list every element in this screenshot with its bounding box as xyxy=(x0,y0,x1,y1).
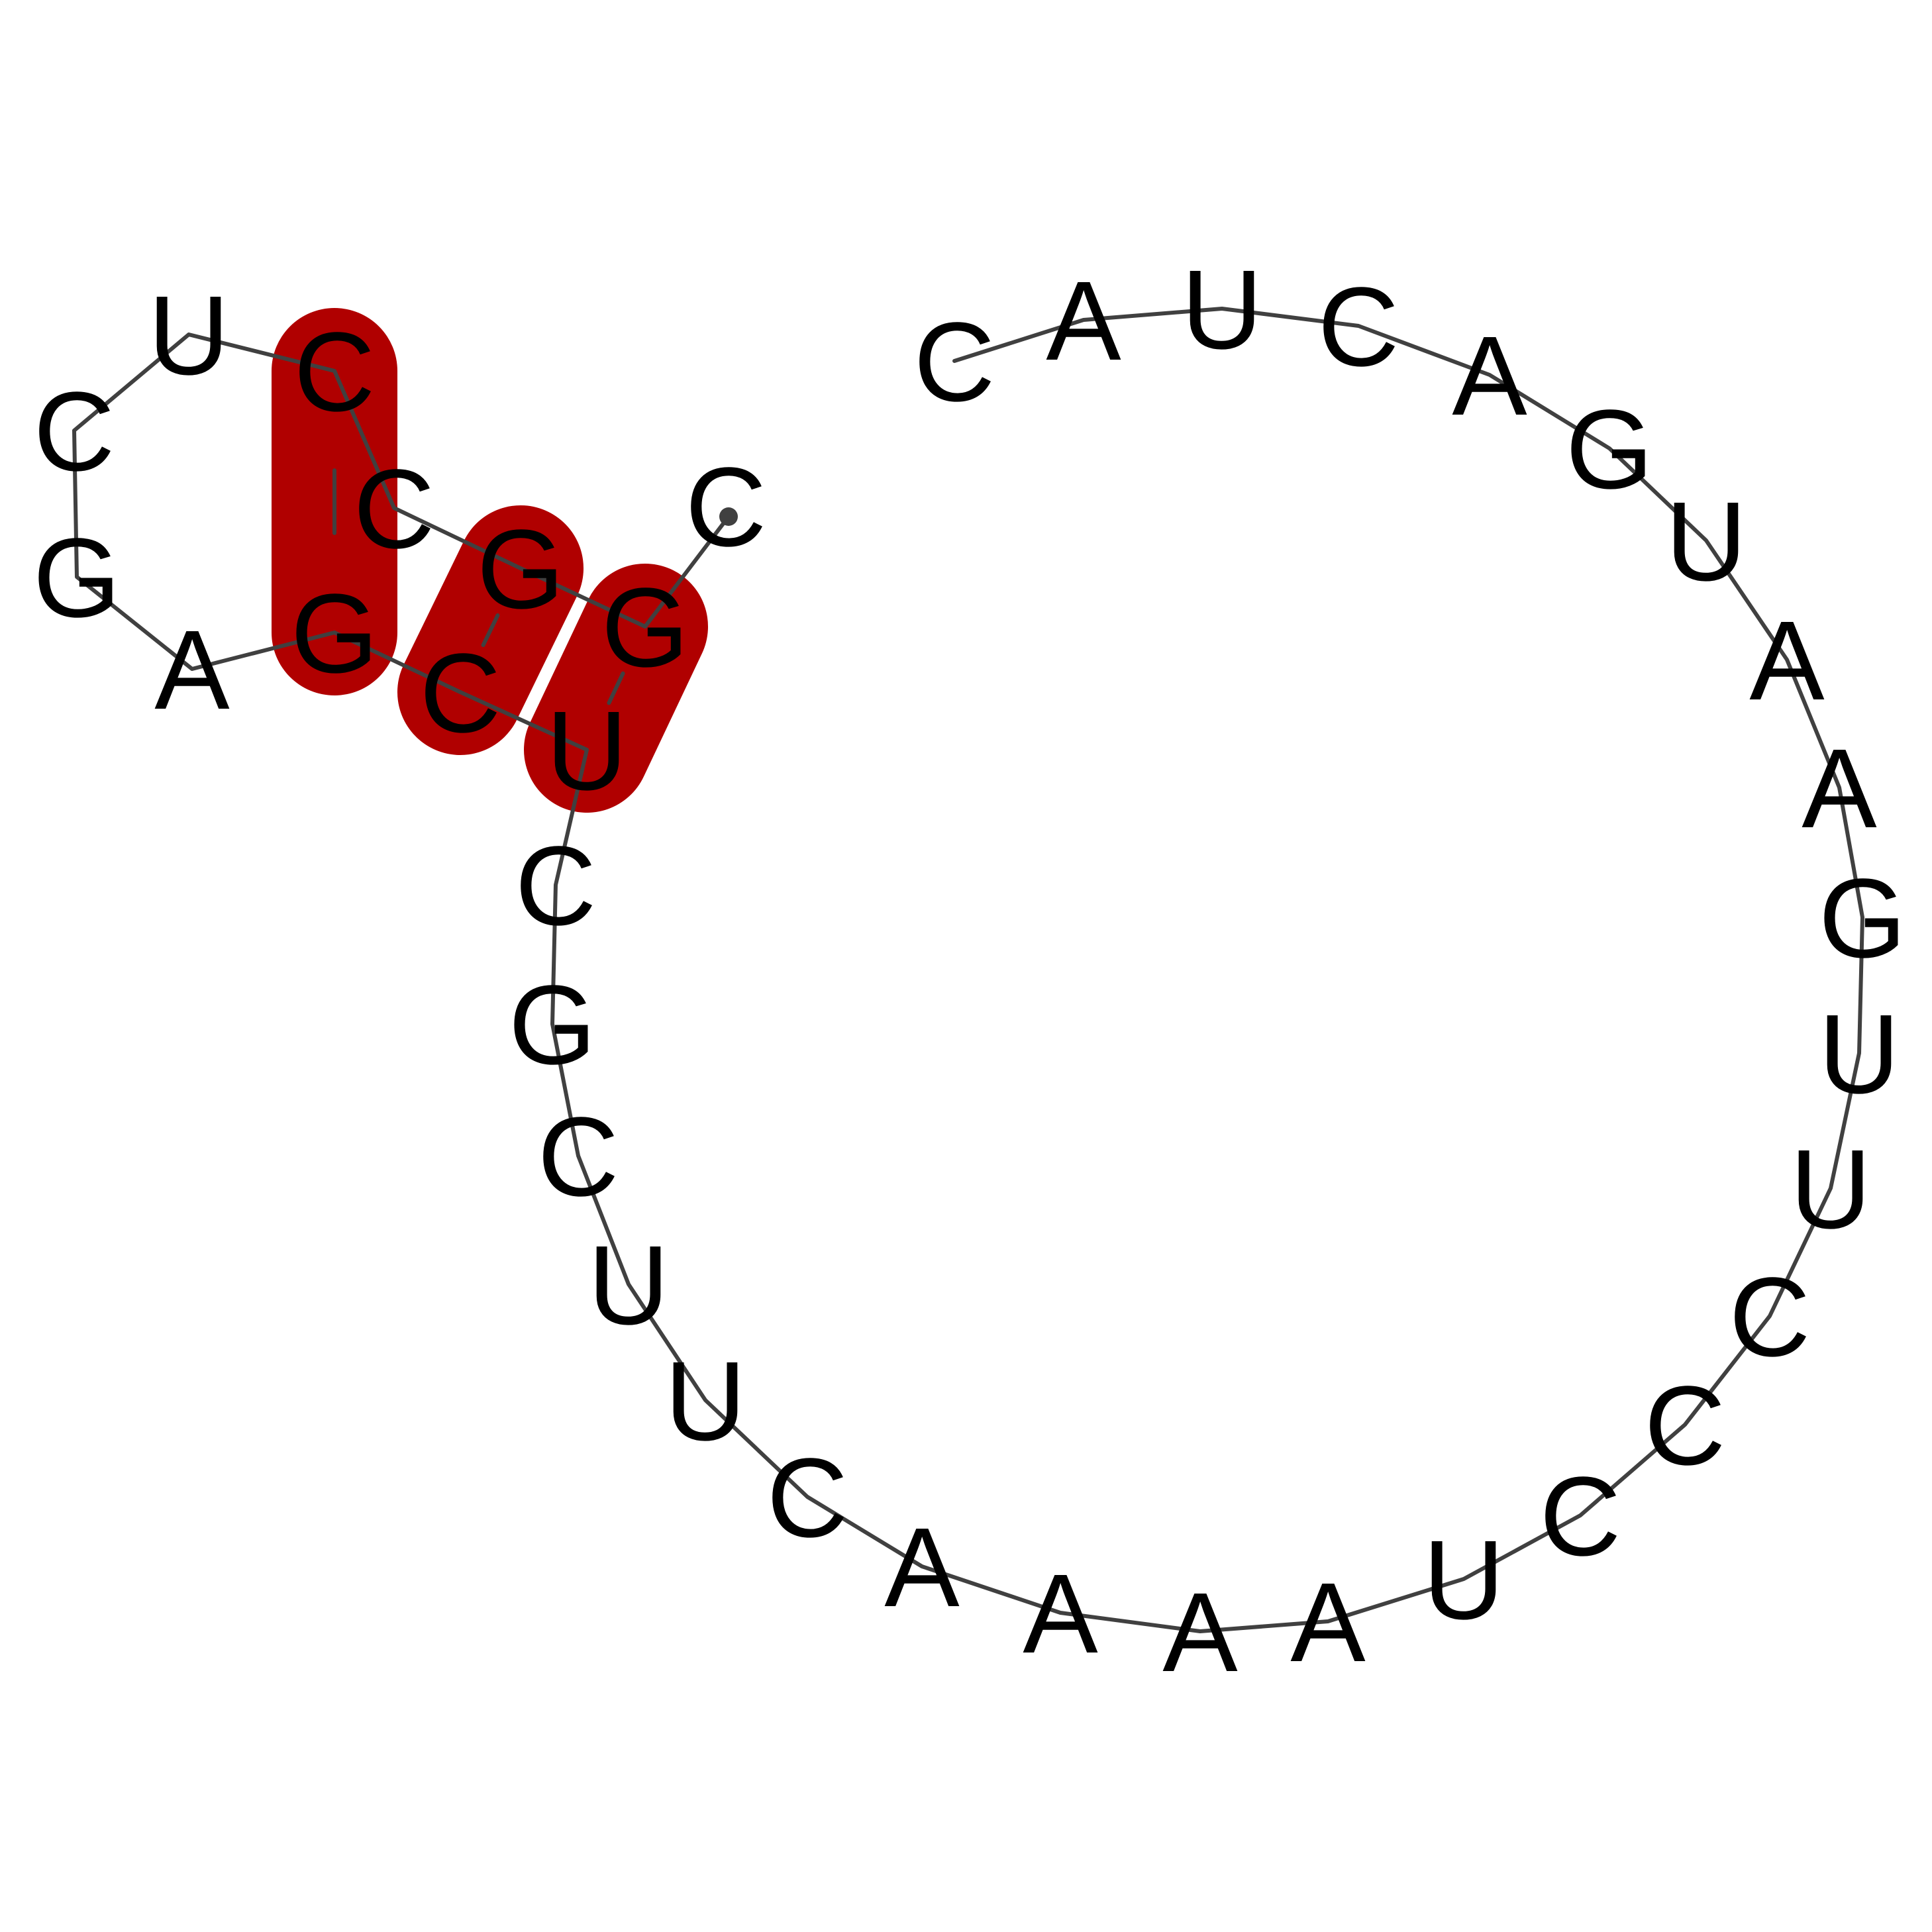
nucleotide-g: G xyxy=(33,515,121,641)
pair-separator xyxy=(395,469,431,663)
nucleotide-a: A xyxy=(1023,1551,1098,1677)
nucleotide-u: U xyxy=(665,1339,746,1464)
nucleotide-c: C xyxy=(1318,264,1399,390)
base-pair-bond xyxy=(607,671,625,705)
nucleotide-a: A xyxy=(1749,598,1825,724)
base-pair-bonds xyxy=(332,468,625,705)
nucleotide-c: C xyxy=(686,444,767,570)
nucleotide-a: A xyxy=(1290,1560,1366,1686)
base-pair-bond xyxy=(481,613,500,647)
nucleotide-c: C xyxy=(767,1435,848,1561)
backbone xyxy=(72,307,1864,1633)
nucleotide-u: U xyxy=(546,688,628,814)
nucleotide-a: A xyxy=(1802,726,1877,852)
nucleotide-c: C xyxy=(294,309,376,435)
nucleotide-g: G xyxy=(477,507,564,633)
nucleotide-g: G xyxy=(1819,856,1906,982)
pair-separator xyxy=(521,596,585,723)
nucleotide-u: U xyxy=(1819,991,1900,1117)
nucleotide-u: U xyxy=(1666,479,1747,605)
five-prime-end-marker xyxy=(719,507,738,526)
nucleotide-c: C xyxy=(914,299,995,425)
nucleotide-c: C xyxy=(1729,1254,1811,1380)
nucleotide-c: C xyxy=(515,823,597,949)
nucleotide-u: U xyxy=(1790,1127,1872,1252)
nucleotide-u: U xyxy=(148,273,230,399)
nucleotide-c: C xyxy=(34,369,115,495)
nucleotide-a: A xyxy=(884,1505,960,1631)
nucleotide-a: A xyxy=(1162,1570,1238,1696)
nucleotide-u: U xyxy=(1423,1517,1505,1643)
nucleotide-g: G xyxy=(509,962,596,1088)
nucleotide-c: C xyxy=(1540,1454,1621,1580)
nucleotide-c: C xyxy=(1645,1363,1726,1489)
nucleotide-u: U xyxy=(1182,247,1263,373)
nucleotide-c: C xyxy=(538,1094,619,1220)
nucleotide-u: U xyxy=(588,1223,670,1348)
nucleotide-a: A xyxy=(1452,313,1527,439)
nucleotide-c: C xyxy=(420,631,501,756)
backbone-line xyxy=(72,307,1864,1633)
nucleotide-g: G xyxy=(291,571,378,697)
nucleotide-g: G xyxy=(1566,387,1653,513)
nucleotide-g: G xyxy=(601,565,689,691)
nucleotide-a: A xyxy=(1046,258,1121,384)
nucleotide-a: A xyxy=(154,607,230,733)
nucleotide-c: C xyxy=(354,446,435,572)
